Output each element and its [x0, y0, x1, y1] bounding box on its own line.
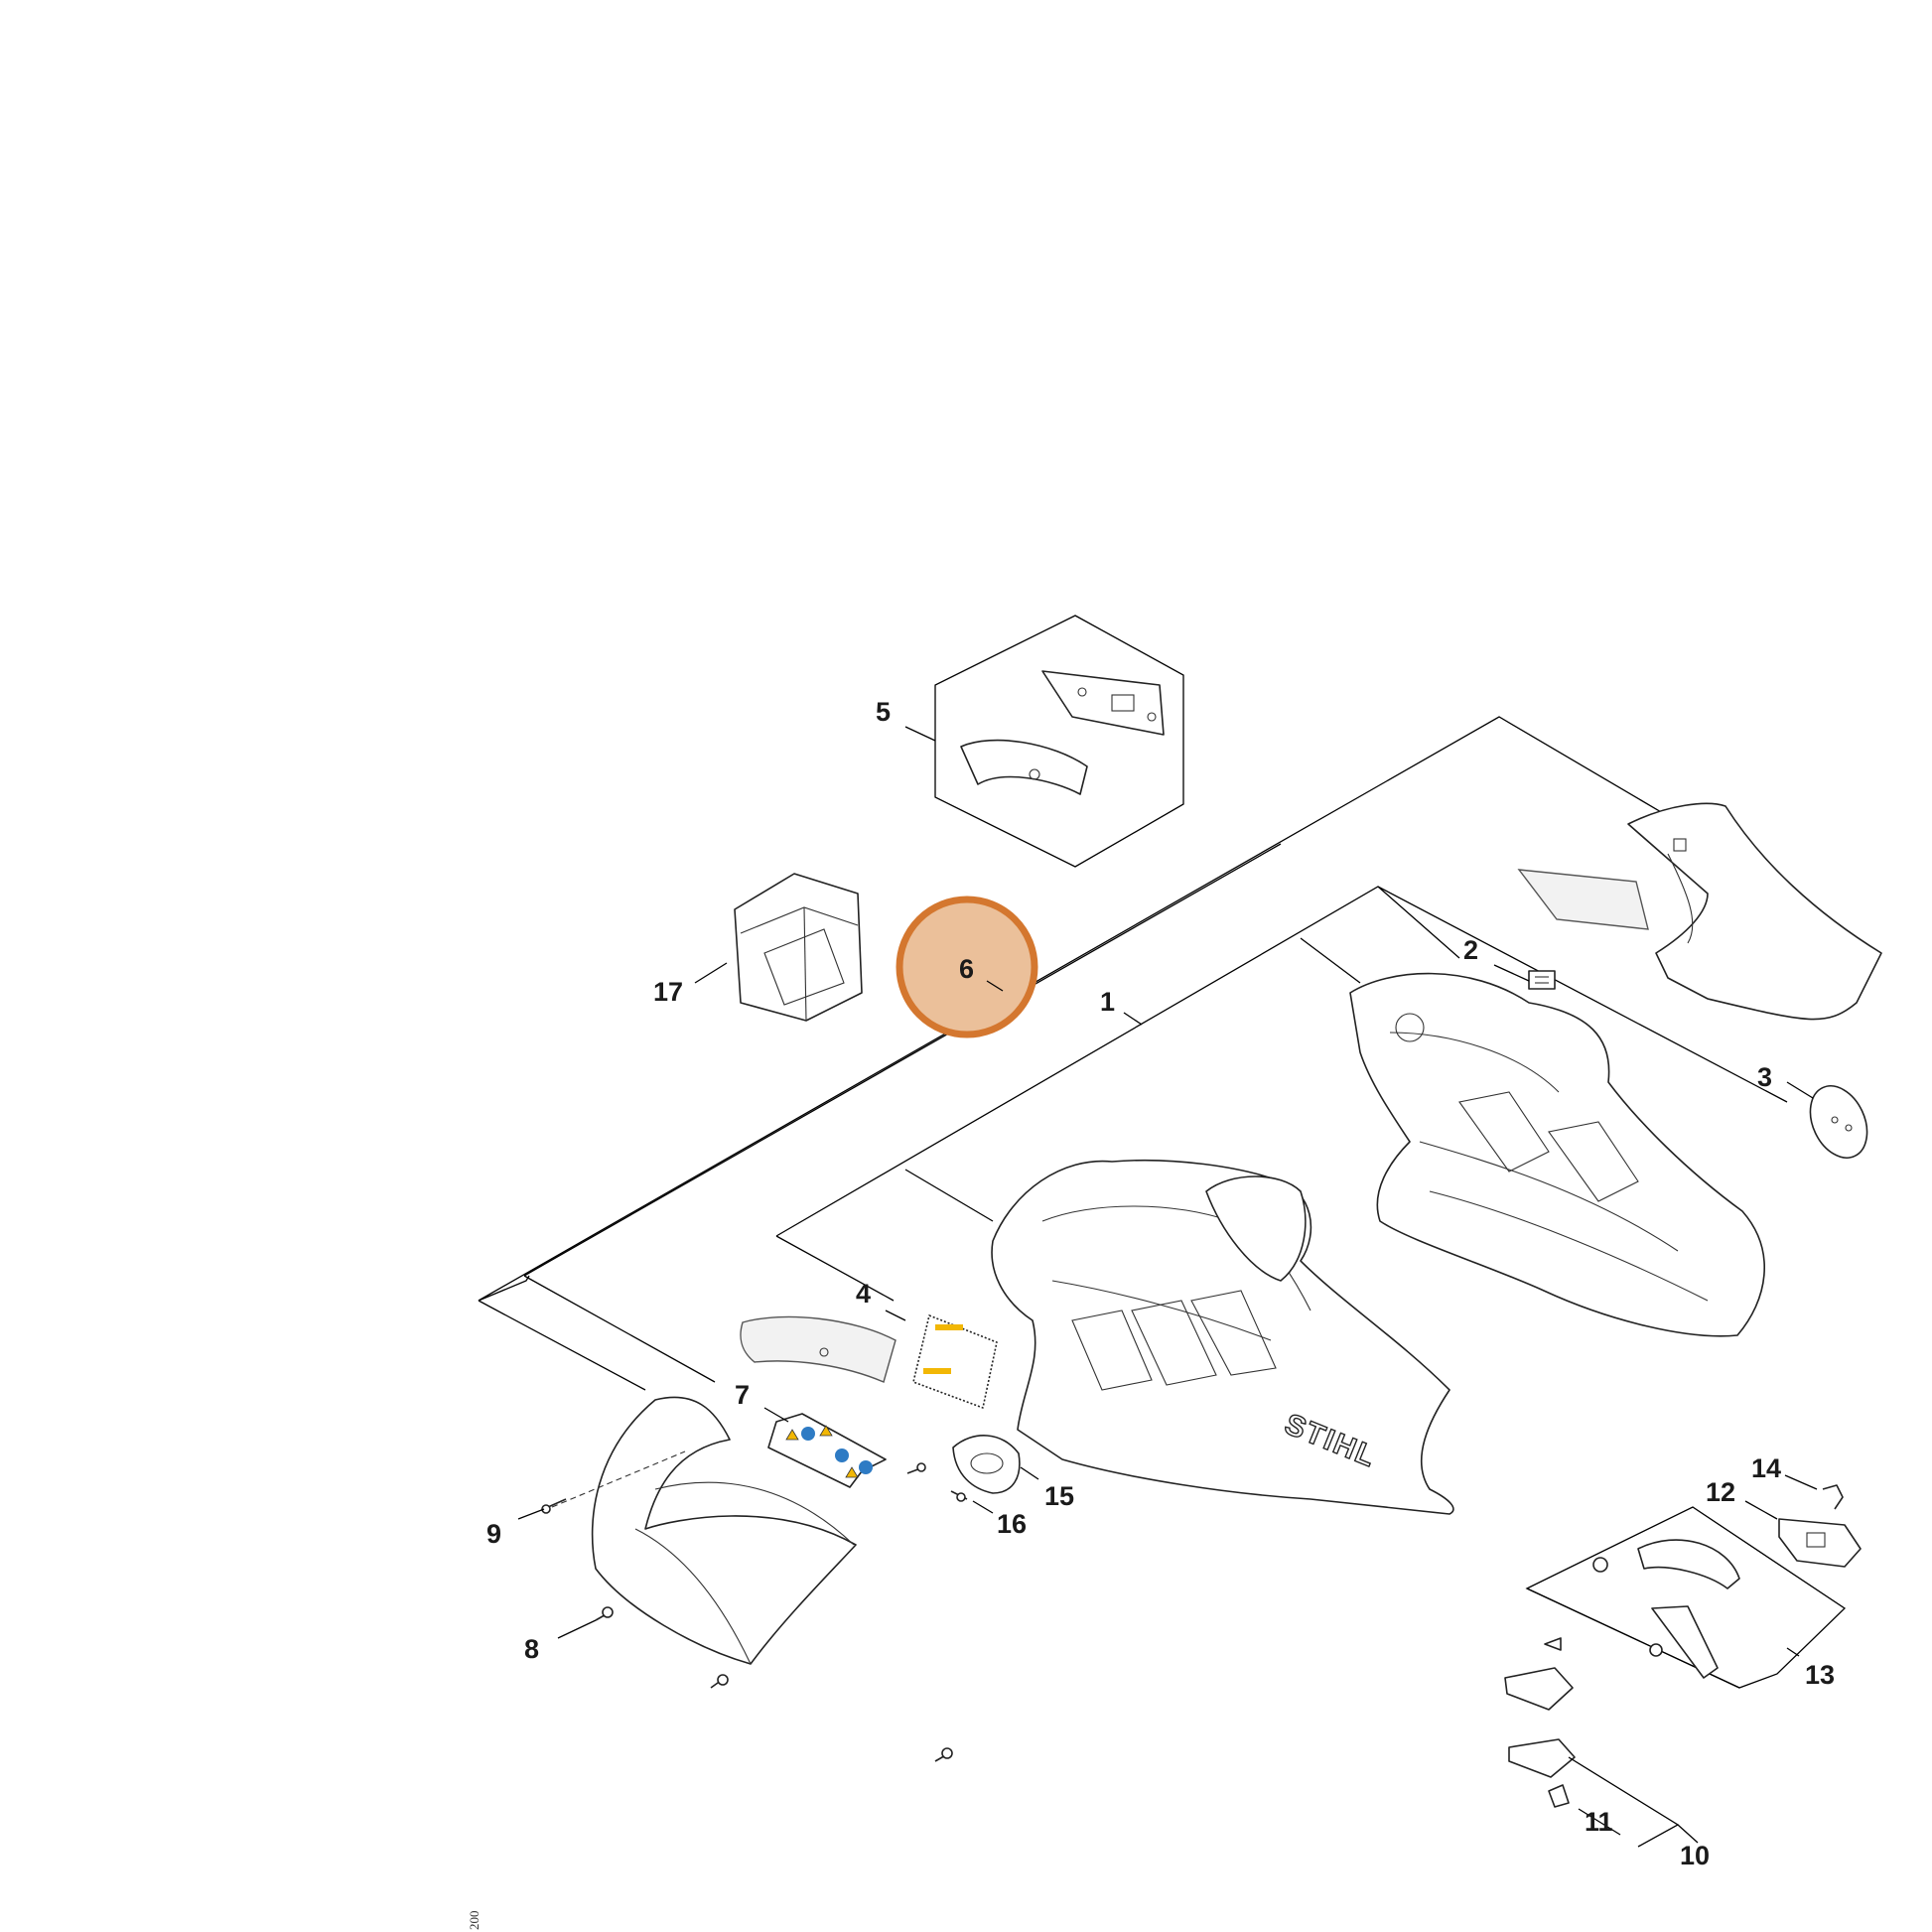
screw-16 — [950, 1490, 968, 1502]
assembly-frame — [478, 716, 1788, 1391]
screws — [541, 1462, 968, 1762]
frame-line-outer — [478, 716, 1669, 1302]
kit-5-bracket — [1041, 670, 1165, 736]
side-code: 200 — [467, 1911, 482, 1931]
frame-line-outer-left — [478, 1275, 530, 1302]
callout-5[interactable]: 5 — [876, 697, 891, 727]
latch-lower — [1508, 1738, 1576, 1778]
callout-7[interactable]: 7 — [735, 1380, 750, 1410]
front-housing-body — [991, 1159, 1454, 1515]
kit-5-cover-plate — [960, 739, 1088, 795]
frame-line-top-stub — [1377, 886, 1460, 959]
highlight-circle[interactable] — [896, 896, 1038, 1038]
callout-15[interactable]: 15 — [1044, 1481, 1074, 1511]
info-icon — [801, 1427, 815, 1441]
part-4-label — [740, 1314, 998, 1409]
screw-left-lower — [710, 1674, 729, 1689]
frame-line-mid — [523, 843, 1282, 1277]
kit-5-hexagon — [934, 615, 1184, 868]
grey-bracket — [1517, 869, 1649, 930]
decal-7-sheet — [767, 1413, 887, 1488]
callout-17[interactable]: 17 — [653, 977, 683, 1007]
callout-1[interactable]: 1 — [1100, 987, 1115, 1017]
callout-9[interactable]: 9 — [486, 1519, 501, 1549]
callout-13[interactable]: 13 — [1805, 1660, 1835, 1690]
warning-triangle-icon — [845, 1466, 859, 1478]
highlighted-callout-6[interactable]: 6 — [896, 896, 1038, 1038]
front-handle — [1205, 1175, 1307, 1282]
part-2-chip — [1528, 970, 1556, 990]
callout-6[interactable]: 6 — [959, 954, 974, 984]
part-3-disc — [1809, 1085, 1868, 1159]
part-17-housing — [734, 873, 863, 1022]
callout-4[interactable]: 4 — [856, 1279, 871, 1309]
label-4-warning-strip-a — [935, 1324, 963, 1330]
part-2-rear-housing — [1349, 970, 1765, 1337]
callout-16[interactable]: 16 — [997, 1509, 1027, 1539]
screw-9 — [541, 1498, 567, 1514]
callout-8[interactable]: 8 — [524, 1634, 539, 1664]
callout-10[interactable]: 10 — [1680, 1841, 1710, 1870]
leader-6 — [986, 980, 1004, 992]
part-14-clip — [1822, 1484, 1844, 1510]
label-4-sheet — [912, 1314, 998, 1409]
parts-10-14-group — [1504, 1484, 1862, 1848]
screw-center — [906, 1462, 926, 1474]
frame-line-inner-stub — [904, 1169, 994, 1222]
part-15-knob — [952, 1435, 1021, 1494]
top-cover-shell — [1627, 802, 1882, 1021]
warning-triangle-icon — [819, 1425, 833, 1437]
part-1-front-housing: STIHL — [991, 1159, 1454, 1515]
leader-lines — [517, 726, 1818, 1844]
info-icon — [835, 1449, 849, 1462]
grey-cover-4 — [740, 1315, 897, 1383]
screw-bottom — [934, 1747, 953, 1762]
spring — [1592, 1557, 1608, 1573]
frame-line-mid-down — [523, 1275, 716, 1383]
frame-line-left-down — [478, 1300, 646, 1391]
side-cover-shell — [591, 1396, 857, 1665]
small-clip-b — [1548, 1784, 1570, 1808]
lever-bar — [1651, 1605, 1719, 1679]
trigger-lever — [1637, 1539, 1740, 1589]
callout-3[interactable]: 3 — [1757, 1062, 1772, 1092]
callout-11[interactable]: 11 — [1585, 1807, 1613, 1837]
part-12-switch — [1778, 1518, 1862, 1568]
side-cover-left — [551, 1396, 857, 1665]
frame-line-top-stub2 — [1300, 937, 1361, 984]
part-7-decal — [767, 1413, 887, 1488]
latch-upper — [1504, 1667, 1574, 1711]
warning-triangle-icon — [785, 1429, 799, 1441]
label-4-warning-strip-b — [923, 1368, 951, 1374]
screw-8 — [595, 1606, 614, 1621]
rear-housing-body — [1349, 972, 1765, 1337]
part-3-top-cover — [1517, 802, 1882, 1159]
part-5-kit — [934, 615, 1184, 868]
small-clip-a — [1544, 1637, 1562, 1651]
callout-12[interactable]: 12 — [1706, 1477, 1735, 1507]
callout-labels: 1 2 3 4 5 7 8 9 10 11 12 13 14 15 16 17 — [486, 697, 1835, 1870]
info-icon — [859, 1460, 873, 1474]
spring — [1649, 1643, 1663, 1657]
callout-2[interactable]: 2 — [1463, 935, 1478, 965]
frame-line-inner-down — [775, 1235, 895, 1302]
callout-14[interactable]: 14 — [1751, 1453, 1781, 1483]
